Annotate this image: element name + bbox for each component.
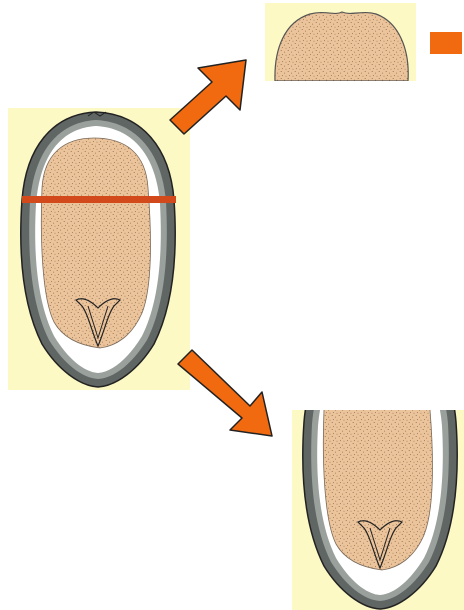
arrow-to-lower-half	[178, 350, 272, 436]
orange-square-icon	[430, 32, 462, 54]
upper-half-figure	[265, 3, 416, 81]
upper-half-endosperm	[275, 12, 408, 81]
cut-line	[22, 196, 176, 203]
whole-seed-figure	[8, 108, 190, 390]
lower-half-figure	[292, 334, 464, 610]
arrow-to-upper-half	[170, 60, 246, 134]
whole-seed	[21, 112, 175, 387]
lower-half	[303, 334, 457, 609]
